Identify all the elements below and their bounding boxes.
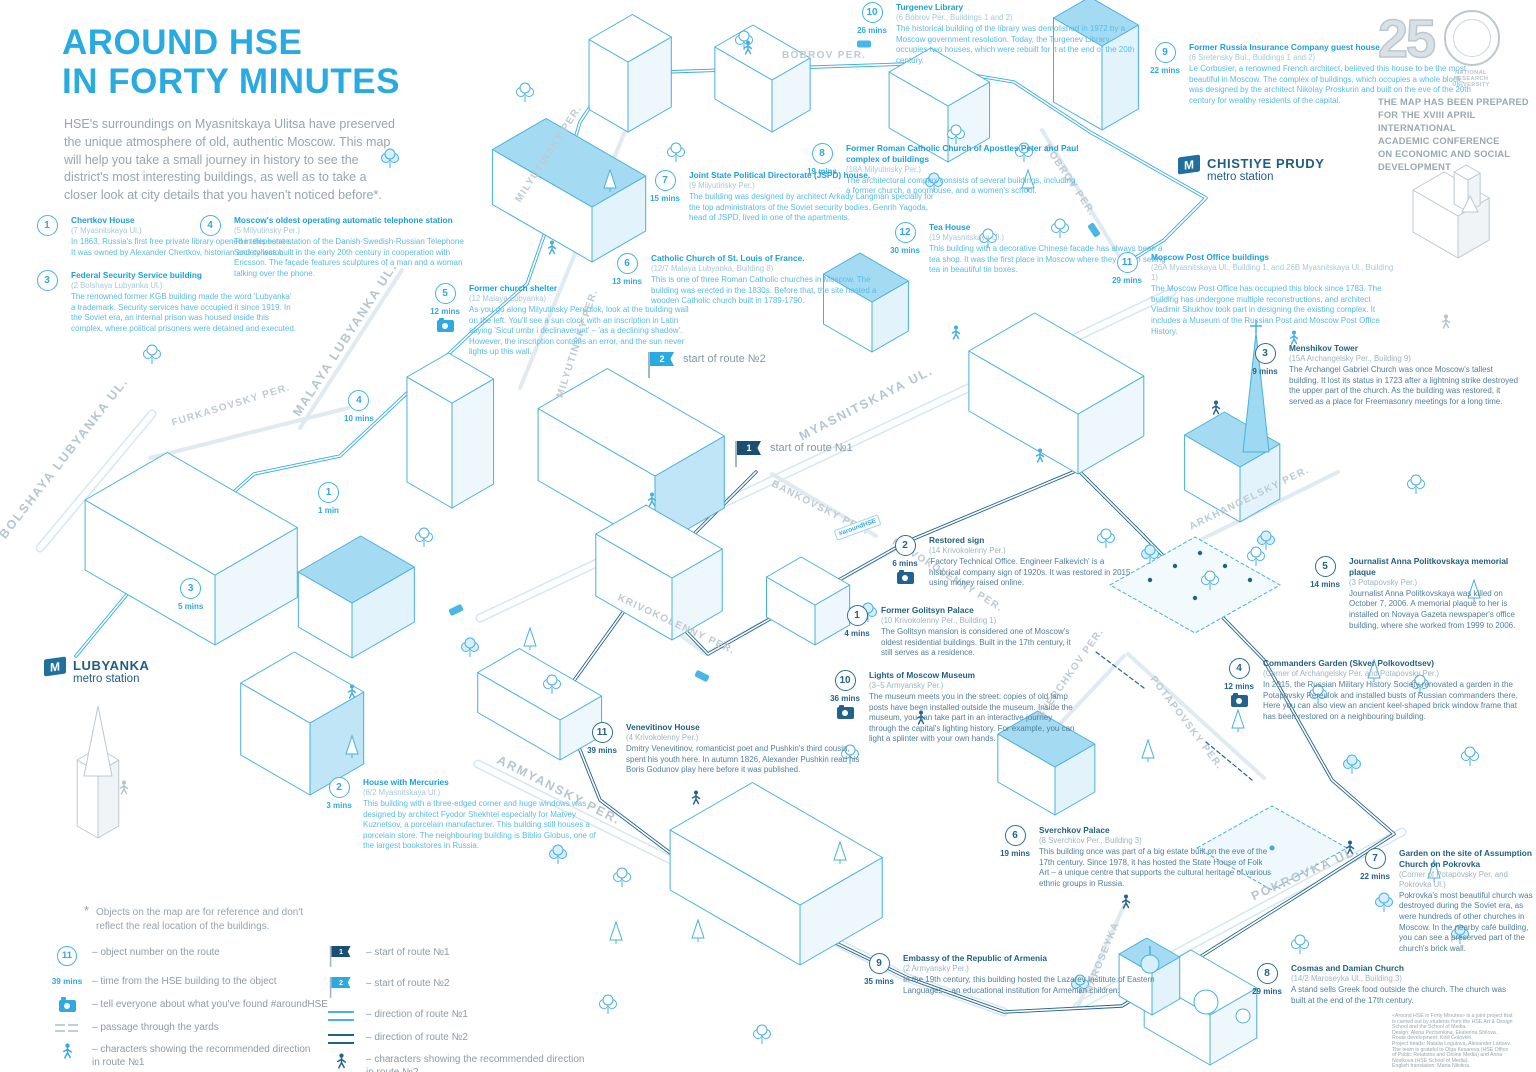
legend-label: – start of route №2 bbox=[366, 978, 450, 989]
hse-logo-caption: NATIONAL RESEARCH UNIVERSITY bbox=[1452, 70, 1490, 88]
title-line-2: IN FORTY MINUTES bbox=[62, 61, 400, 101]
legend-label: – time from the HSE building to the obje… bbox=[92, 976, 277, 987]
credits-text: «Around HSE in Forty Minutes» is a joint… bbox=[1392, 1013, 1513, 1070]
number-circle-icon: 11 bbox=[57, 946, 77, 966]
legend-icon: 2 2 bbox=[322, 977, 360, 999]
legend-label: – object number on the route bbox=[92, 947, 220, 958]
legend-label: – direction of route №1 bbox=[366, 1009, 468, 1020]
legend-label: – characters showing the recommended dir… bbox=[92, 1044, 311, 1068]
legend-item: – characters showing the recommended dir… bbox=[322, 1053, 652, 1072]
legend-left-column: 11 11 – object number on the route 39 mi… bbox=[48, 946, 348, 1072]
legend-item: – characters showing the recommended dir… bbox=[48, 1043, 348, 1069]
flag-route1-icon: 1 bbox=[329, 946, 352, 967]
legend-item: – passage through the yards bbox=[48, 1021, 348, 1035]
legend-icon: 11 11 bbox=[48, 946, 86, 966]
legend-item: – direction of route №1 bbox=[322, 1008, 652, 1022]
legend-label: – passage through the yards bbox=[92, 1021, 219, 1033]
legend-item: 2 2 – start of route №2 bbox=[322, 977, 652, 999]
legend-icon bbox=[322, 1053, 360, 1070]
legend-icon bbox=[322, 1008, 360, 1021]
flag-route2-icon: 2 bbox=[329, 977, 352, 998]
legend-label: – characters showing the recommended dir… bbox=[366, 1054, 585, 1072]
legend-icon bbox=[48, 1043, 86, 1060]
conference-note: THE MAP HAS BEEN PREPARED FOR THE XVIII … bbox=[1378, 97, 1529, 173]
legend-item: – direction of route №2 bbox=[322, 1031, 652, 1045]
legend-asterisk: * bbox=[84, 903, 90, 918]
hse-logo bbox=[1444, 10, 1500, 66]
anniversary-logo: 25 bbox=[1377, 8, 1437, 70]
legend-item: 11 11 – object number on the route bbox=[48, 946, 348, 966]
walker-route1-icon bbox=[61, 1043, 74, 1060]
legend-item: 1 1 – start of route №1 bbox=[322, 946, 652, 968]
legend-icon bbox=[322, 1031, 360, 1044]
legend-icon: 39 mins 39 mins bbox=[48, 975, 86, 987]
legend-note: Objects on the map are for reference and… bbox=[96, 907, 304, 932]
walker-route2-icon bbox=[335, 1053, 348, 1070]
legend-icon bbox=[48, 1021, 86, 1033]
route2-line-icon bbox=[328, 1033, 354, 1044]
title-line-1: AROUND HSE bbox=[62, 23, 303, 62]
intro-text: HSE's surroundings on Myasnitskaya Ulits… bbox=[64, 117, 396, 202]
legend-label: – tell everyone about what you've found … bbox=[92, 998, 328, 1010]
legend-right-column: 1 1 – start of route №1 2 2 – start of r… bbox=[322, 946, 652, 1072]
legend-icon: 1 1 bbox=[322, 946, 360, 968]
legend-label: – start of route №1 bbox=[366, 947, 450, 958]
page-title: AROUND HSE IN FORTY MINUTES bbox=[62, 23, 400, 101]
minutes-icon: 39 mins bbox=[51, 977, 83, 986]
legend-item: 39 mins 39 mins – time from the HSE buil… bbox=[48, 975, 348, 989]
legend-icon bbox=[48, 997, 86, 1012]
legend-item: – tell everyone about what you've found … bbox=[48, 997, 348, 1012]
yards-passage-icon bbox=[55, 1023, 79, 1033]
hse-logo-inner bbox=[1453, 19, 1491, 57]
route1-line-icon bbox=[328, 1011, 354, 1021]
camera-icon bbox=[58, 997, 76, 1012]
legend-label: – direction of route №2 bbox=[366, 1031, 468, 1043]
